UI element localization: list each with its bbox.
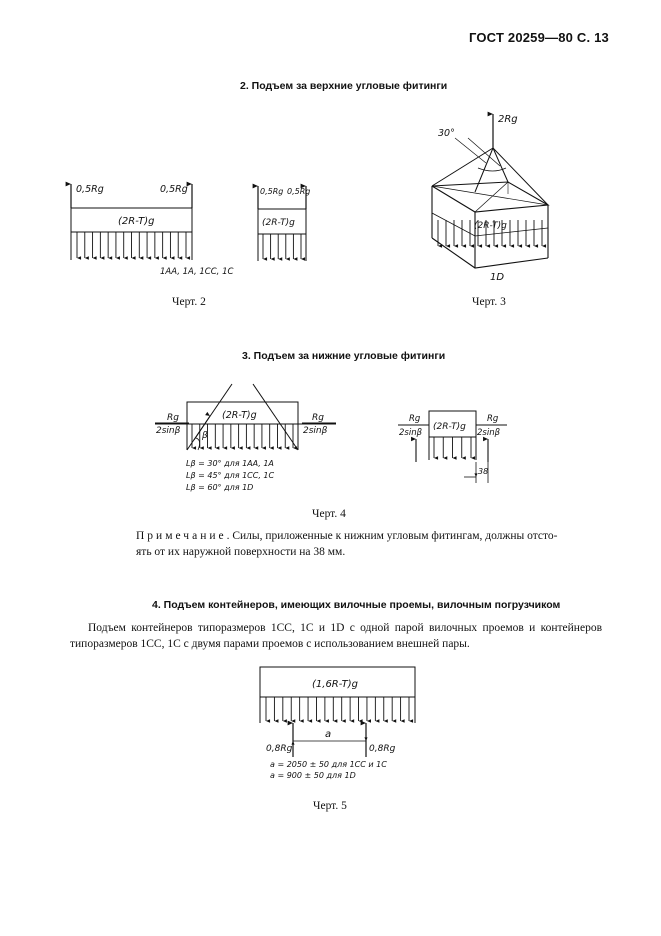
fig5-left-force-label: 0,8Rg [266,744,293,754]
section-4-title: 4. Подъем контейнеров, имеющих вилочные … [152,599,561,611]
fig4b-offset-dim: 38 [478,467,488,476]
fig2b-load-label: (2R-T)g [262,218,295,228]
fig4b-distributed-load [433,437,476,460]
fig3-distributed-load [437,220,547,248]
fig3-angle-label: 30° [438,128,455,139]
fig4-angle-3: Lβ = 60° для 1D [186,483,253,492]
fig4b-right-den: 2sinβ [477,428,501,438]
fig4-right-force-den: 2sinβ [303,426,328,436]
fig5-load-label: (1,6R-T)g [312,679,358,690]
fig2b-distributed-load [262,234,306,261]
fig5-right-force-label: 0,8Rg [369,744,396,754]
fig5-distributed-load [265,697,414,723]
fig4-left-force-den: 2sinβ [156,426,181,436]
figure-4-diagram: Rg 2sinβ Rg 2sinβ (2R-T)g β Lβ = 30° для… [155,383,336,492]
section-4-paragraph: Подъем контейнеров типоразмеров 1CC, 1C … [70,622,602,650]
figure-3-diagram: 2Rg 30° (2R-T)g 1D [431,111,550,283]
figure-5-diagram: (1,6R-T)g a 0,8Rg 0,8Rg a = 2050 ± 50 дл… [259,666,416,780]
fig3-top-force-label: 2Rg [498,114,518,125]
fig3-size-label: 1D [490,272,504,283]
section-2-title: 2. Подъем за верхние угловые фитинги [240,80,448,92]
fig4-angle-2: Lβ = 45° для 1CC, 1C [186,471,275,480]
figure-2-caption: Черт. 2 [172,296,206,308]
fig5-dim-1: a = 2050 ± 50 для 1CC и 1C [270,760,387,769]
fig2b-right-force-label: 0,5Rg [287,187,310,196]
fig4b-left-den: 2sinβ [399,428,423,438]
figure-2-small-diagram: 0,5Rg 0,5Rg (2R-T)g [252,183,310,261]
fig2-left-force-label: 0,5Rg [76,184,104,195]
fig4-distributed-load [191,424,298,450]
page-header: ГОСТ 20259—80 С. 13 [468,30,609,45]
section-3-title: 3. Подъем за нижние угловые фитинги [242,350,446,362]
fig4-left-force-num: Rg [167,413,179,423]
note-label: Примечание [136,530,227,542]
fig5-span-label: a [325,729,331,740]
figure-4-caption: Черт. 4 [312,508,346,520]
fig4-right-force-num: Rg [312,413,324,423]
fig2b-left-force-label: 0,5Rg [260,187,283,196]
fig5-dim-2: a = 900 ± 50 для 1D [270,771,356,780]
fig4-beta-label: β [201,431,208,441]
fig4b-left-num: Rg [409,414,421,424]
fig2-right-force-label: 0,5Rg [160,184,188,195]
fig4b-right-num: Rg [487,414,499,424]
figure-3-caption: Черт. 3 [472,296,506,308]
fig4-angle-1: Lβ = 30° для 1AA, 1A [186,459,274,468]
fig2-sizes-label: 1AA, 1A, 1CC, 1C [160,267,233,277]
fig4b-load-label: (2R-T)g [433,422,466,432]
fig3-load-label: (2R-T)g [474,221,507,231]
fig2-distributed-load [76,232,191,260]
note-paragraph: Примечание. Силы, приложенные к нижним у… [136,528,572,560]
fig2-load-label: (2R-T)g [118,216,154,227]
note-text: . Силы, приложенные к нижним угловым фит… [136,530,558,558]
figure-5-caption: Черт. 5 [313,800,347,812]
fig4-load-label: (2R-T)g [222,410,257,421]
figure-4-side-diagram: Rg 2sinβ Rg 2sinβ (2R-T)g 38 [398,410,507,483]
figure-2-diagram: 0,5Rg 0,5Rg (2R-T)g 1AA, 1A, 1CC, 1C [65,181,233,277]
